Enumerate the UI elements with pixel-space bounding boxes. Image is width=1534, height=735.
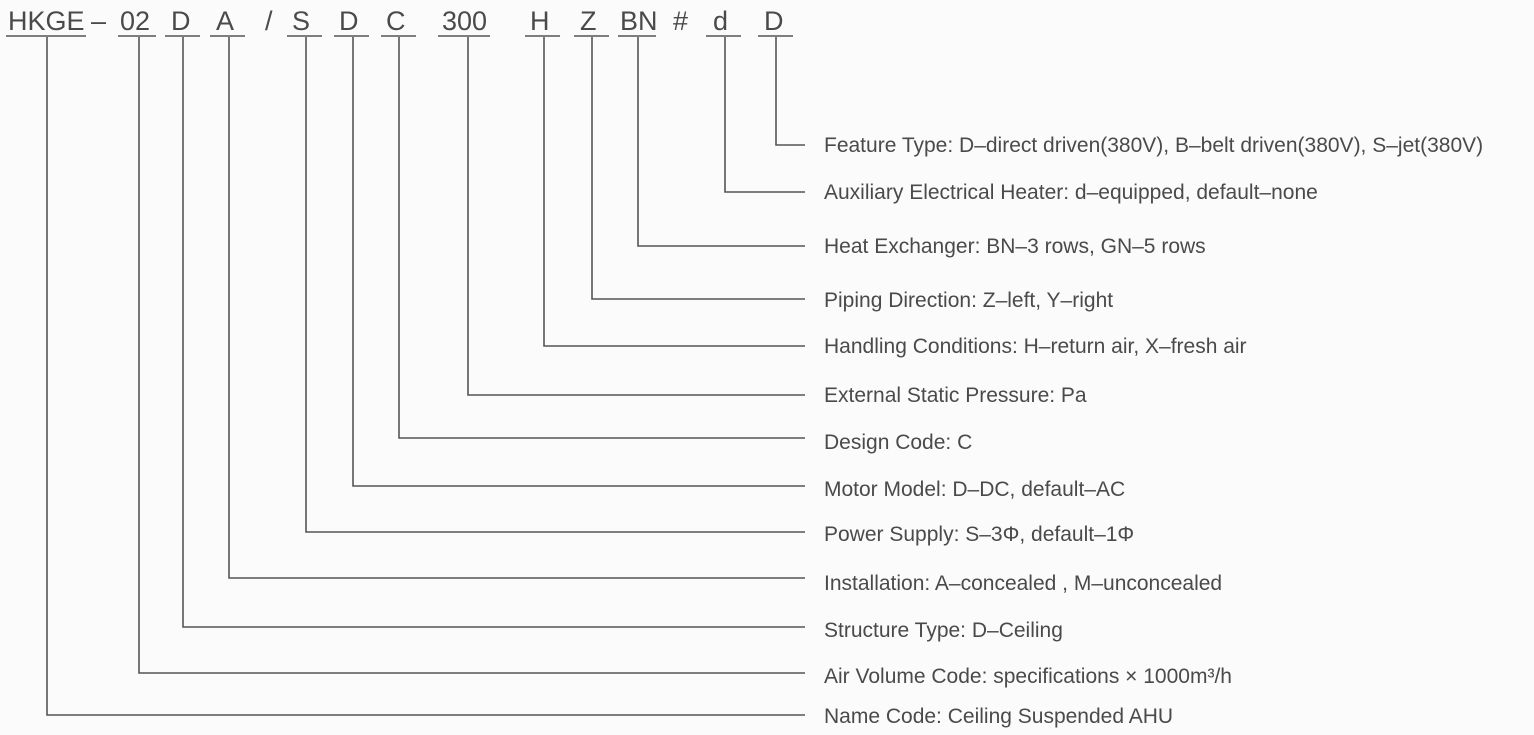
leader-name	[46, 37, 805, 716]
model-code-row: HKGE – 02 D A / S D C 300 H Z BN # d D	[8, 6, 784, 36]
leader-piping	[591, 37, 805, 300]
code-structure: D	[171, 6, 191, 36]
leader-motor	[352, 37, 805, 487]
leader-structure	[182, 37, 805, 628]
leader-exchanger	[637, 37, 805, 247]
code-installation: A	[216, 6, 234, 36]
code-power: S	[292, 6, 310, 36]
label-installation: Installation: A–concealed , M–unconceale…	[824, 572, 1222, 595]
leader-design	[398, 37, 805, 439]
code-handling: H	[530, 6, 550, 36]
leader-pressure	[467, 37, 805, 396]
label-motor: Motor Model: D–DC, default–AC	[824, 478, 1125, 501]
label-design: Design Code: C	[824, 431, 972, 454]
code-motor: D	[339, 6, 359, 36]
label-air-volume: Air Volume Code: specifications × 1000m³…	[824, 665, 1232, 688]
leader-lines	[46, 37, 805, 716]
label-pressure: External Static Pressure: Pa	[824, 384, 1087, 407]
code-hash: #	[673, 6, 688, 36]
label-power: Power Supply: S–3Φ, default–1Φ	[824, 523, 1134, 546]
descriptions: Feature Type: D–direct driven(380V), B–b…	[824, 134, 1483, 728]
label-feature: Feature Type: D–direct driven(380V), B–b…	[824, 134, 1483, 157]
code-pressure: 300	[442, 6, 487, 36]
leader-power	[305, 37, 805, 533]
label-piping: Piping Direction: Z–left, Y–right	[824, 289, 1113, 312]
label-structure: Structure Type: D–Ceiling	[824, 619, 1063, 642]
leader-handling	[543, 37, 805, 347]
leader-installation	[228, 37, 805, 579]
label-exchanger: Heat Exchanger: BN–3 rows, GN–5 rows	[824, 235, 1206, 258]
leader-feature	[775, 37, 805, 146]
code-name: HKGE	[8, 6, 85, 36]
code-air-volume: 02	[120, 6, 150, 36]
code-slash: /	[265, 6, 273, 36]
label-handling: Handling Conditions: H–return air, X–fre…	[824, 335, 1247, 358]
label-heater: Auxiliary Electrical Heater: d–equipped,…	[824, 181, 1318, 204]
code-design: C	[386, 6, 406, 36]
label-name: Name Code: Ceiling Suspended AHU	[824, 705, 1173, 728]
code-exchanger: BN	[620, 6, 658, 36]
code-dash: –	[91, 6, 106, 36]
leader-heater	[724, 37, 805, 193]
code-piping: Z	[580, 6, 597, 36]
code-feature: D	[764, 6, 784, 36]
code-heater: d	[713, 6, 728, 36]
leader-air-volume	[138, 37, 805, 674]
